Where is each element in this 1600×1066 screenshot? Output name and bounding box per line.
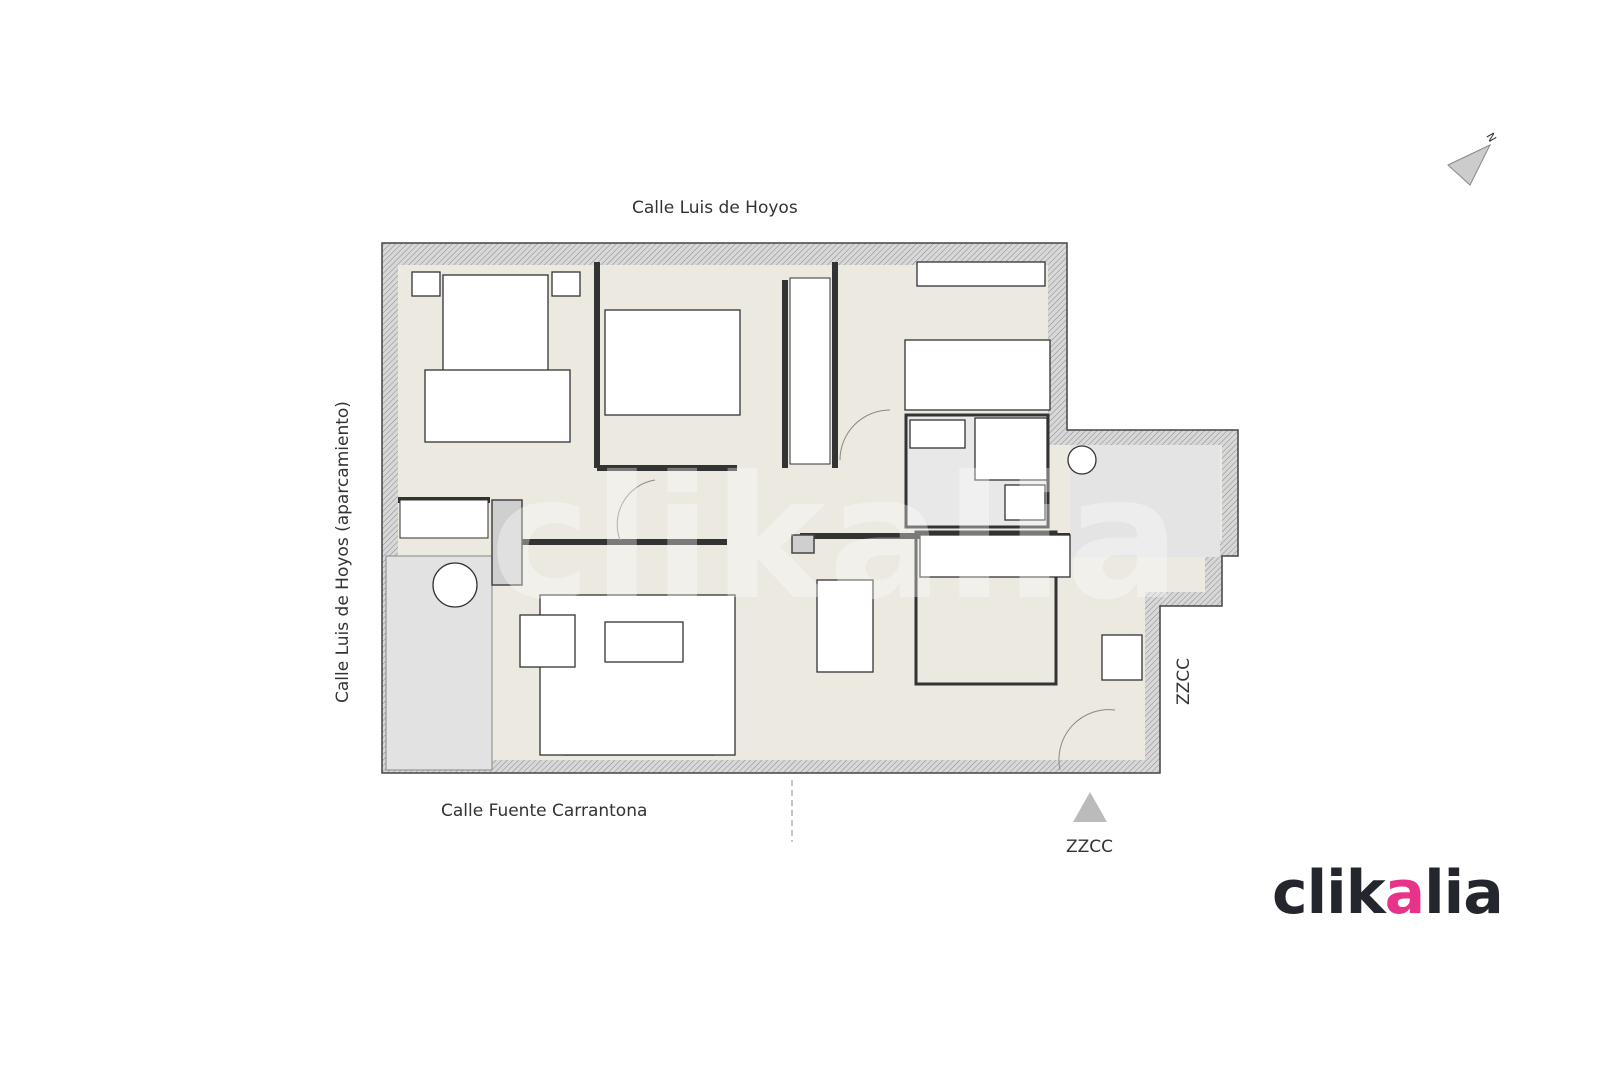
- toilet: [1004, 484, 1046, 521]
- nightstand: [551, 271, 581, 297]
- door-swing: [839, 409, 891, 461]
- door-swing: [1058, 709, 1116, 771]
- bed-second: [604, 309, 741, 416]
- street-label-left: Calle Luis de Hoyos (aparcamiento): [333, 401, 353, 703]
- logo-accent: a: [1384, 858, 1425, 928]
- desk: [916, 261, 1046, 287]
- clikalia-logo: clikalia: [1272, 858, 1504, 928]
- kitchen-counter: [919, 534, 1071, 578]
- logo-text: clik: [1272, 858, 1386, 928]
- common-area-label-bottom: ZZCC: [1066, 837, 1114, 857]
- armchair: [519, 614, 576, 668]
- fridge: [1101, 634, 1143, 681]
- nightstand: [411, 271, 441, 297]
- street-label-bottom: Calle Fuente Carrantona: [441, 801, 648, 821]
- street-label-top: Calle Luis de Hoyos: [632, 198, 798, 218]
- kitchen: [914, 530, 1058, 686]
- logo-text: lia: [1424, 858, 1504, 928]
- plant: [432, 562, 478, 608]
- dining-table: [816, 579, 874, 673]
- entrance-triangle-icon: [1073, 792, 1107, 822]
- north-arrow-icon: [1447, 143, 1492, 186]
- washing-machine: [1067, 445, 1097, 475]
- sink: [909, 419, 966, 449]
- rug: [424, 369, 571, 443]
- wardrobe: [789, 277, 831, 465]
- bed-third: [904, 339, 1051, 411]
- watermark: clikalia: [490, 440, 1183, 638]
- common-area-label-right: ZZCC: [1174, 657, 1194, 705]
- column: [491, 499, 523, 586]
- column: [791, 534, 815, 554]
- coffee-table: [604, 621, 684, 663]
- storage: [399, 499, 489, 539]
- door-swing: [616, 479, 656, 541]
- shower: [974, 417, 1048, 481]
